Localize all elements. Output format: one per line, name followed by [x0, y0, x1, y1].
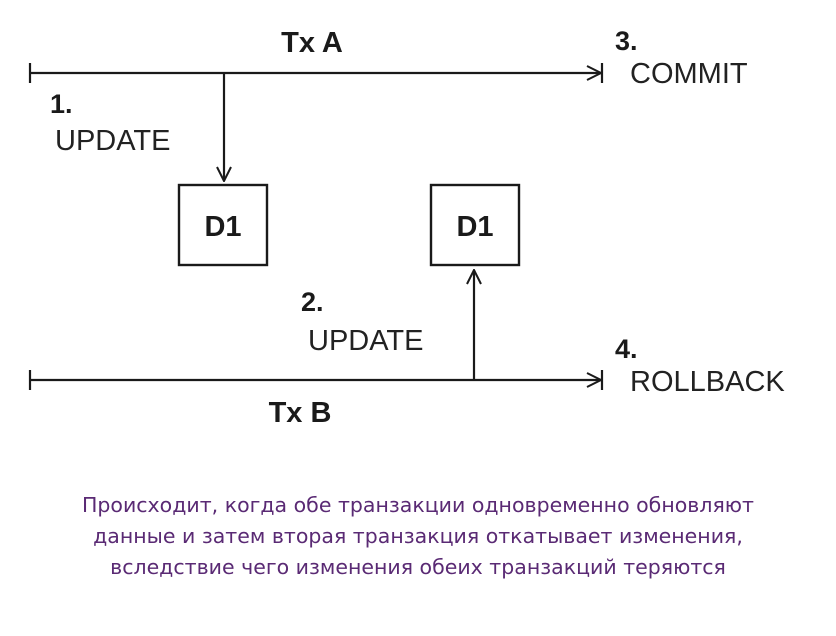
- caption-line: Происходит, когда обе транзакции одновре…: [81, 493, 754, 517]
- step-2-number: 2.: [301, 287, 324, 317]
- data-item-left-label: D1: [204, 211, 241, 243]
- step-4-label: ROLLBACK: [630, 366, 785, 398]
- caption: Происходит, когда обе транзакции одновре…: [0, 490, 836, 583]
- tx-a-label: Tx A: [281, 27, 343, 59]
- caption-line: данные и затем вторая транзакция откатыв…: [93, 524, 743, 548]
- tx-b-label: Tx B: [269, 397, 332, 429]
- data-item-left-box: [177, 183, 269, 267]
- lost-update-diagram: Tx A 1. UPDATE D1 D1 2. UPDATE 3. COMMIT…: [28, 26, 785, 429]
- step-4-number: 4.: [615, 334, 638, 364]
- step-3-number: 3.: [615, 26, 638, 56]
- data-item-right-box: [429, 183, 521, 267]
- step-1-label: UPDATE: [55, 125, 170, 157]
- step-1-number: 1.: [50, 89, 73, 119]
- step-2-label: UPDATE: [308, 325, 423, 357]
- caption-line: вследствие чего изменения обеих транзакц…: [110, 555, 726, 579]
- tx-a-timeline: [28, 63, 604, 83]
- data-item-right-label: D1: [456, 211, 493, 243]
- step-3-label: COMMIT: [630, 58, 748, 90]
- tx-b-timeline: [28, 370, 604, 390]
